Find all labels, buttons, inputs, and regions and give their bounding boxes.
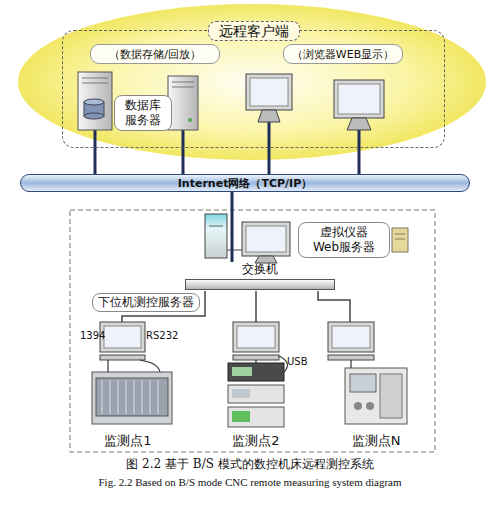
node-text: 交换机 [242,262,278,277]
client-monitor [246,74,292,122]
station-label: 监测点2 [216,432,296,450]
callout-box: 虚拟仪器Web服务器 [298,222,390,258]
port-name: 1394 [80,330,105,341]
switch-box: 交换机 [185,262,335,292]
pxi-chassis [92,372,172,424]
instrument-stack [228,363,284,427]
client-group: 远程客户端（数据存储/回放）（浏览器WEB显示）数据库服务器 [62,30,445,148]
node-text: Internet网络（TCP/IP） [178,176,312,191]
pc-1 [100,322,145,360]
instrument [345,368,407,424]
site-boundary [70,210,435,452]
cloud-ellipse [18,4,486,160]
node-text: （浏览器WEB显示） [292,47,394,62]
port-name: RS232 [146,330,178,341]
station-label: 监测点1 [88,432,168,450]
callout-box: 下位机测控服务器 [92,293,200,312]
caption-english: Fig. 2.2 Based on B/S mode CNC remote me… [10,476,490,488]
station-label: 监测点N [336,432,416,450]
callout-box: 数据库服务器 [114,95,172,131]
client-monitor [334,80,384,130]
server-tower [168,76,198,130]
group-heading: 远程客户端 [208,21,300,41]
node-text: 虚拟仪器Web服务器 [312,225,376,255]
node-text: 数据库服务器 [123,98,163,128]
switch-bar [185,279,335,290]
server-icon [392,228,408,252]
web-server-pc [205,214,290,263]
network-band: Internet网络（TCP/IP） [20,174,470,192]
database-server [78,72,112,130]
node-text: 下位机测控服务器 [98,295,194,310]
port-name: USB [287,356,308,367]
pc-n [328,322,374,360]
node-text: （数据存储/回放） [109,47,201,62]
group-tag: （浏览器WEB显示） [283,44,403,64]
figure-caption: 图 2.2 基于 B/S 模式的数控机床远程测控系统 [10,456,490,473]
network-link [231,192,234,262]
group-tag: （数据存储/回放） [90,44,220,64]
pc-2 [233,322,279,360]
